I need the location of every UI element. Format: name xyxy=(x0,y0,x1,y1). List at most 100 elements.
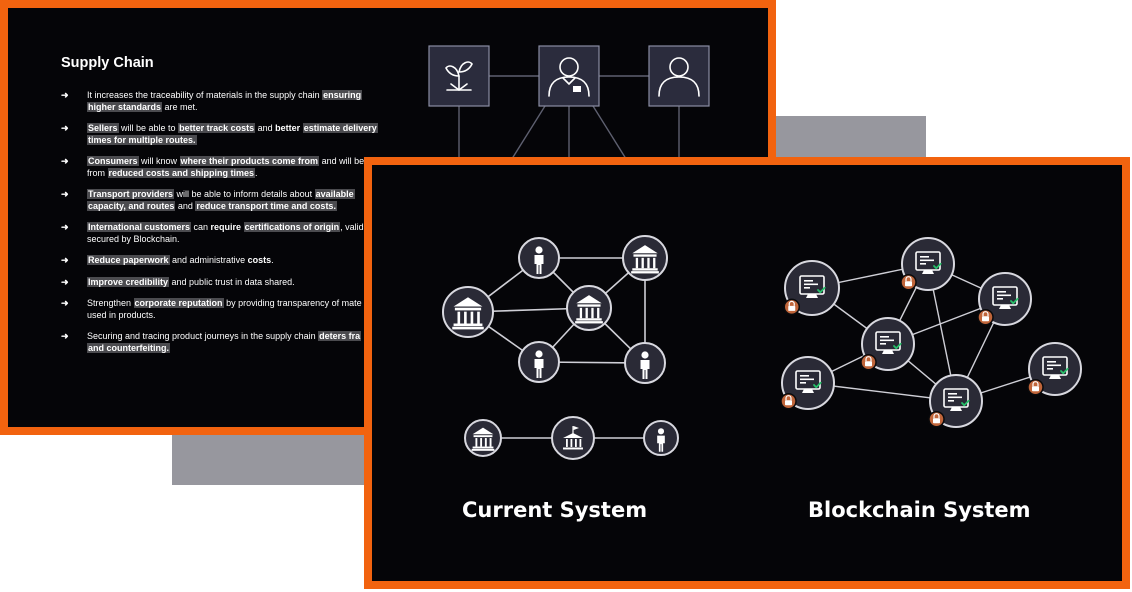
bullet-text: will be able to xyxy=(118,123,179,133)
bullet-text: , validat xyxy=(340,222,372,232)
highlighted-text: certifications of origin xyxy=(243,222,341,232)
arrow-right-icon: ➜ xyxy=(61,123,69,133)
highlighted-text: Sellers xyxy=(87,123,119,133)
bullet-text: will be able to inform details about xyxy=(174,189,315,199)
check-icon xyxy=(817,286,826,294)
supply-chain-bullet: ➜ Strengthen corporate reputation by prov… xyxy=(61,298,379,321)
person-icon xyxy=(534,246,544,274)
check-icon xyxy=(893,342,902,350)
supply-chain-bullet: ➜ Securing and tracing product journeys i… xyxy=(61,331,379,354)
bank-icon xyxy=(631,245,659,274)
highlighted-text: higher standards xyxy=(87,101,163,112)
bullet-text: from xyxy=(87,167,108,178)
person-icon-node xyxy=(518,341,560,383)
bullet-text: and xyxy=(255,123,276,133)
arrow-right-icon: ➜ xyxy=(61,255,69,265)
bullet-text: . xyxy=(255,167,258,178)
supply-chain-diagram xyxy=(428,45,710,171)
systems-comparison-slide: Current System Blockchain System xyxy=(364,157,1130,589)
lock-icon xyxy=(928,410,945,428)
highlighted-text: Transport providers xyxy=(87,189,175,199)
check-icon xyxy=(1060,367,1069,375)
bank-icon xyxy=(575,295,603,324)
flag-building-icon-node xyxy=(551,416,595,460)
highlighted-text: reduced costs and shipping times xyxy=(107,167,256,178)
highlighted-text: corporate reputation xyxy=(133,298,224,308)
systems-network-diagram xyxy=(442,235,1082,460)
lock-icon xyxy=(900,273,917,291)
person-icon xyxy=(534,350,544,378)
lock-icon xyxy=(780,392,797,410)
bullet-text: and public trust in data shared. xyxy=(169,276,295,287)
highlighted-text: International customers xyxy=(87,222,192,232)
highlighted-text: Improve credibility xyxy=(87,276,170,287)
ledger-node xyxy=(928,374,983,428)
bullet-text: are met. xyxy=(162,101,198,112)
decorative-gray-bar-top xyxy=(760,116,926,162)
bullet-text: by providing transparency of mate xyxy=(223,298,362,308)
bullet-text: will know xyxy=(138,156,180,166)
person-with-box-icon xyxy=(538,45,600,107)
supply-chain-bullet: ➜It increases the traceability of materi… xyxy=(61,90,379,113)
bullet-text: used in products. xyxy=(87,309,156,320)
arrow-right-icon: ➜ xyxy=(61,276,69,287)
arrow-right-icon: ➜ xyxy=(61,331,69,341)
highlighted-text: Consumers xyxy=(87,156,139,166)
ledger-node xyxy=(783,260,840,316)
bullet-text: Securing and tracing product journeys in… xyxy=(87,331,319,341)
ledger-node xyxy=(977,272,1032,326)
arrow-right-icon: ➜ xyxy=(61,156,69,166)
ledger-node xyxy=(1027,342,1082,396)
ledger-document-icon xyxy=(875,331,901,354)
highlighted-text: Reduce paperwork xyxy=(87,255,170,265)
ledger-node xyxy=(900,237,955,291)
highlighted-text: reduce transport time and costs. xyxy=(195,200,337,211)
bank-icon xyxy=(471,427,495,451)
person-icon-node xyxy=(643,420,679,456)
supply-chain-bullet: ➜ Sellers will be able to better track co… xyxy=(61,123,379,146)
bullet-text: and will be xyxy=(319,156,365,166)
highlighted-text: deters fra xyxy=(318,331,362,341)
highlighted-text: where their products come from xyxy=(179,156,320,166)
lock-icon xyxy=(977,308,994,326)
lock-icon xyxy=(783,298,800,316)
arrow-right-icon: ➜ xyxy=(61,298,69,308)
bank-icon-node xyxy=(442,286,494,338)
highlighted-text: estimate delivery xyxy=(302,123,378,133)
bullet-text: . xyxy=(271,255,274,265)
supply-chain-bullet: ➜ Improve credibility and public trust in… xyxy=(61,276,379,289)
supply-chain-bullet: ➜Transport providers will be able to inf… xyxy=(61,189,379,212)
ledger-document-icon xyxy=(992,286,1018,309)
check-icon xyxy=(813,381,822,389)
ledger-document-icon xyxy=(1042,356,1068,379)
flag-building-icon xyxy=(563,426,583,450)
supply-chain-bullet: ➜International customers can require cer… xyxy=(61,222,379,245)
ledger-document-icon xyxy=(795,370,821,393)
person-icon-node xyxy=(518,237,560,279)
decorative-gray-bar-bottom xyxy=(172,435,368,485)
highlighted-text: better track costs xyxy=(178,123,256,133)
bold-text: costs xyxy=(247,255,272,265)
ledger-document-icon xyxy=(799,275,825,298)
bullet-text: and xyxy=(175,200,196,211)
highlighted-text: and counterfeiting. xyxy=(87,342,170,353)
bank-icon xyxy=(452,297,484,330)
bullet-text: Strengthen xyxy=(87,298,134,308)
highlighted-text: times for multiple routes. xyxy=(87,134,197,145)
supply-chain-title: Supply Chain xyxy=(61,55,154,71)
bullet-text: secured by Blockchain. xyxy=(87,233,180,244)
ledger-node xyxy=(780,356,835,410)
ledger-node xyxy=(860,317,915,371)
bank-icon-node xyxy=(622,235,668,281)
person-icon-node xyxy=(624,342,666,384)
bullet-text: can xyxy=(191,222,211,232)
highlighted-text: ensuring xyxy=(322,90,363,100)
highlighted-text: capacity, and routes xyxy=(87,200,176,211)
bullet-text: and administrative xyxy=(169,255,248,265)
lock-icon xyxy=(860,353,877,371)
person-icon xyxy=(648,45,710,107)
highlighted-text: available xyxy=(314,189,355,199)
seedling-icon xyxy=(428,45,490,107)
bold-text: better xyxy=(275,123,301,133)
check-icon xyxy=(933,262,942,270)
